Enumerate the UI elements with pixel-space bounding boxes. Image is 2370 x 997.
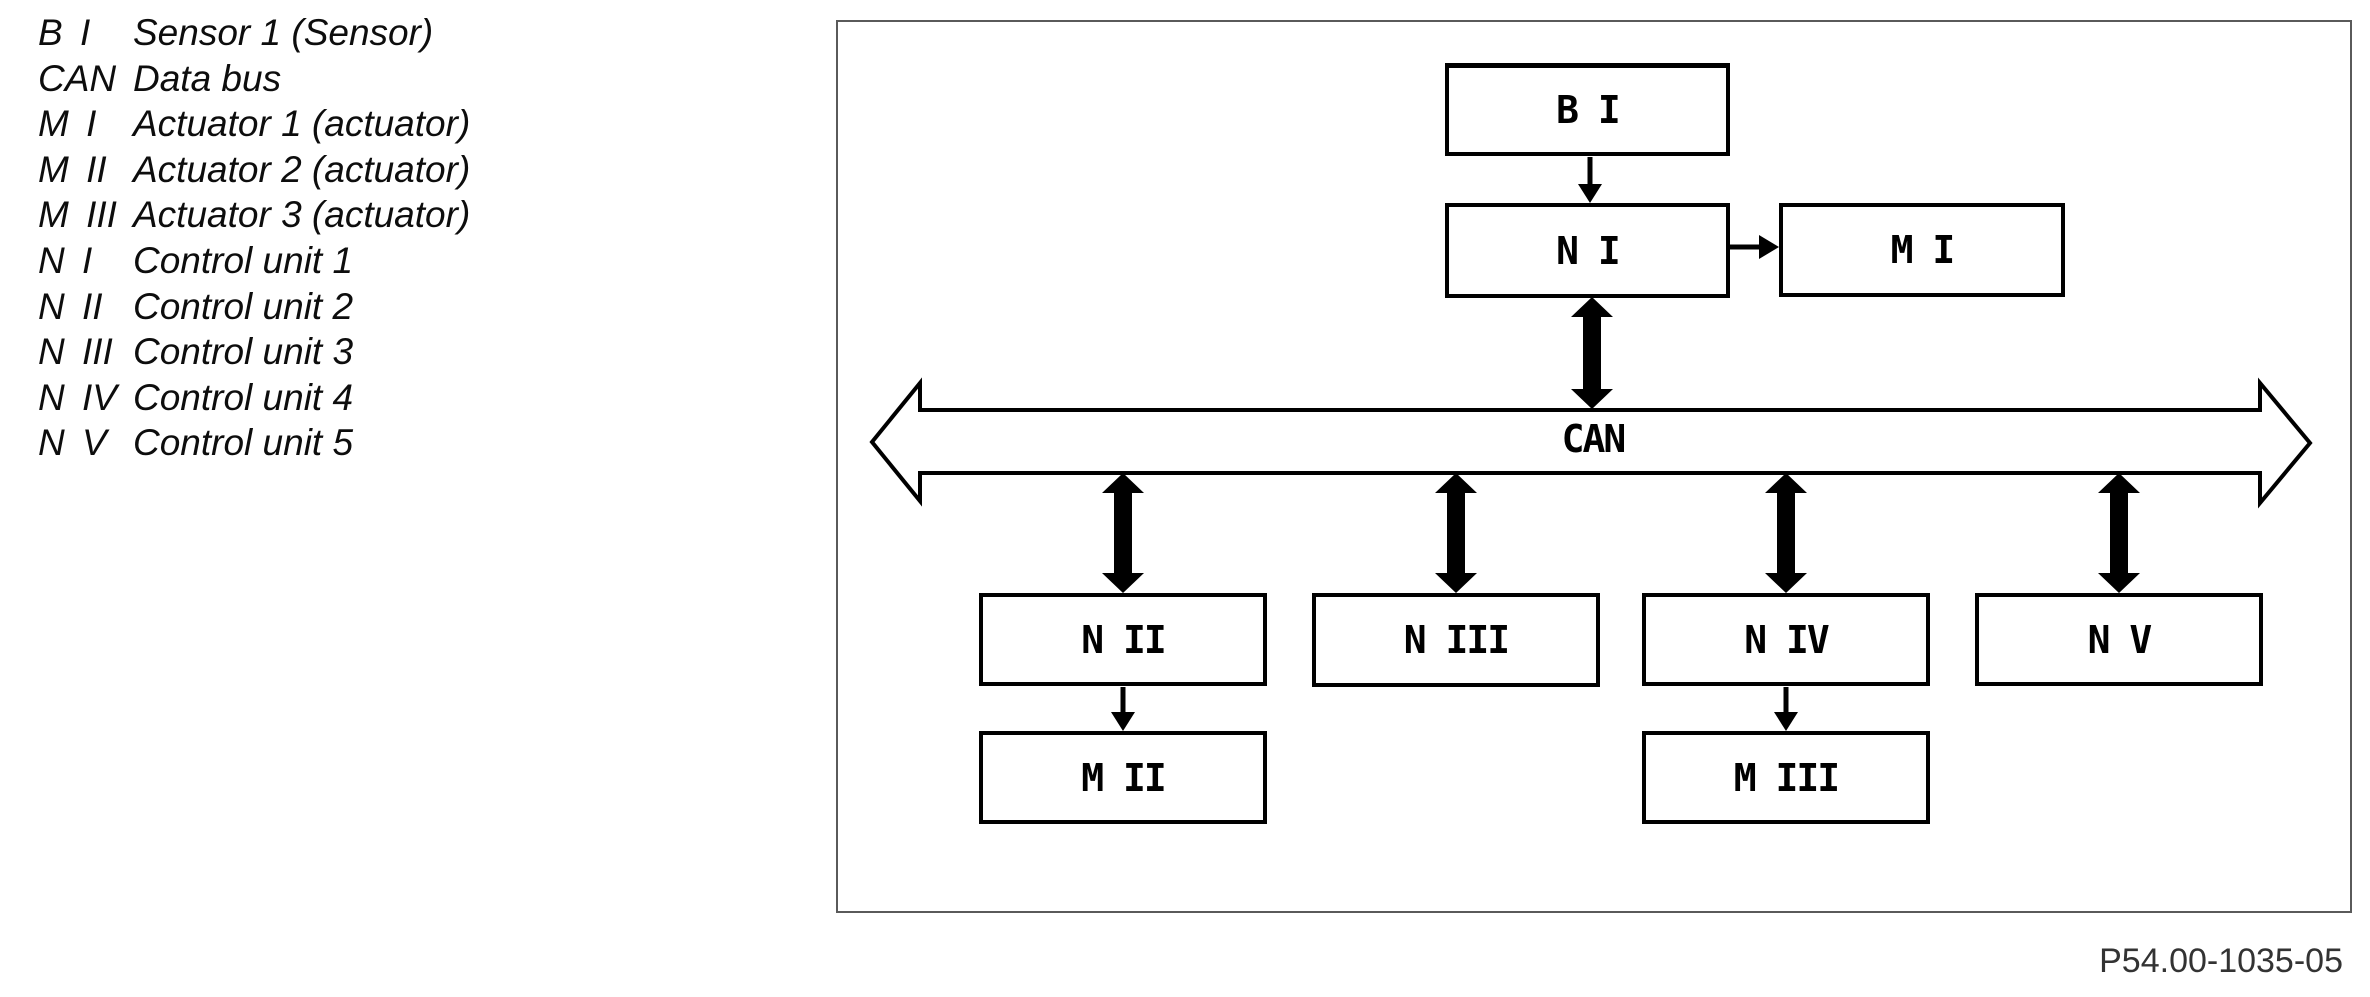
legend-row: B I Sensor 1 (Sensor) [38, 10, 470, 56]
legend-description: Control unit 2 [133, 285, 354, 327]
legend-row: N I Control unit 1 [38, 238, 470, 284]
legend-description: Control unit 4 [133, 376, 354, 418]
node-box-m1: M I [1779, 203, 2065, 297]
legend-code: M II [38, 148, 107, 190]
can-bus-arrow [869, 377, 2313, 509]
bus-link-arrow-n2 [1102, 473, 1144, 593]
node-box-n3: N III [1312, 593, 1600, 687]
node-box-b1: B I [1445, 63, 1730, 156]
legend-row: CAN Data bus [38, 56, 470, 102]
node-box-n2: N II [979, 593, 1267, 686]
arrow-n2-m2-head [1111, 712, 1135, 731]
bus-link-arrow-n3 [1435, 473, 1477, 593]
legend-description: Sensor 1 (Sensor) [133, 12, 434, 53]
bus-link-arrow-n1 [1571, 297, 1613, 409]
legend-code: N I [38, 239, 93, 281]
arrow-n1-m1-head [1759, 235, 1779, 259]
legend-description: Control unit 1 [133, 239, 354, 281]
legend-row: N III Control unit 3 [38, 329, 470, 375]
legend-row: M I Actuator 1 (actuator) [38, 101, 470, 147]
legend-code: CAN [38, 57, 117, 99]
node-box-m3: M III [1642, 731, 1930, 824]
legend-row: N IV Control unit 4 [38, 375, 470, 421]
legend-description: Actuator 3 (actuator) [133, 194, 471, 236]
legend-row: M II Actuator 2 (actuator) [38, 147, 470, 193]
legend: B I Sensor 1 (Sensor) CAN Data bus M I A… [38, 10, 470, 466]
figure-number-caption: P54.00-1035-05 [2099, 942, 2343, 980]
legend-row: M III Actuator 3 (actuator) [38, 192, 470, 238]
legend-code: N V [38, 422, 107, 464]
node-box-n4: N IV [1642, 593, 1930, 686]
can-bus-label: CAN [1562, 417, 1625, 461]
legend-description: Actuator 2 (actuator) [133, 148, 471, 190]
legend-description: Data bus [133, 57, 282, 99]
node-box-n5: N V [1975, 593, 2263, 686]
legend-code: N III [38, 331, 113, 373]
bus-link-arrow-n5 [2098, 473, 2140, 593]
legend-row: N V Control unit 5 [38, 420, 470, 466]
legend-code: M I [38, 103, 97, 145]
arrow-n4-m3-head [1774, 712, 1798, 731]
legend-code: N IV [38, 376, 117, 418]
legend-description: Actuator 1 (actuator) [133, 103, 471, 145]
legend-code: B I [38, 12, 91, 53]
legend-code: N II [38, 285, 103, 327]
arrow-b1-n1-head [1578, 184, 1602, 203]
legend-row: N II Control unit 2 [38, 284, 470, 330]
node-box-n1: N I [1445, 203, 1730, 298]
legend-description: Control unit 5 [133, 422, 354, 464]
bus-link-arrow-n4 [1765, 473, 1807, 593]
legend-description: Control unit 3 [133, 331, 354, 373]
legend-code: M III [38, 194, 117, 236]
node-box-m2: M II [979, 731, 1267, 824]
